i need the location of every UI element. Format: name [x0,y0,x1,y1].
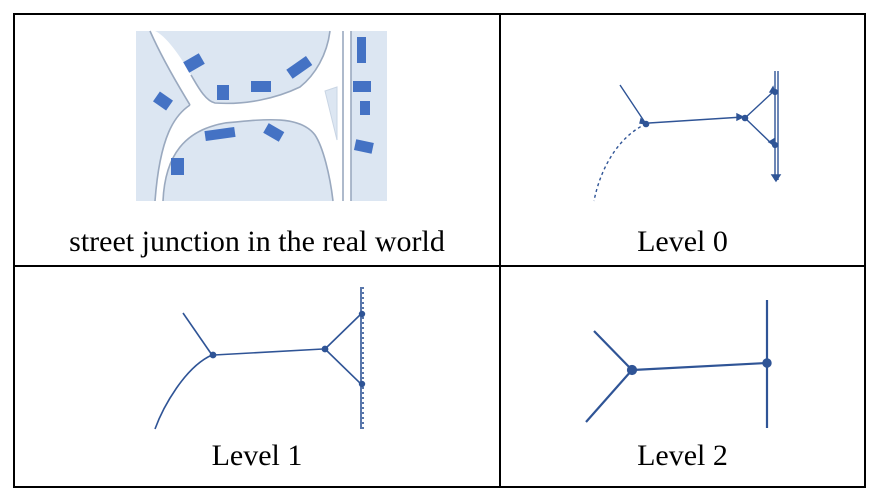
cell-real-world: street junction in the real world [13,13,499,265]
road-edge [162,118,334,202]
junction-node [642,120,650,128]
road-edge [631,361,768,372]
city-block-south [163,119,333,201]
junction-node [626,364,638,376]
building [183,53,205,73]
arrow-head [736,112,745,122]
building [251,81,271,92]
road-edge [213,348,324,356]
cell-level-1: Level 1 [13,265,499,488]
caption-level-2: Level 2 [637,439,728,472]
road-edge [154,354,213,430]
cell-level-0: Level 0 [499,13,866,265]
arrow-head [770,174,782,183]
city-block-east [351,31,387,201]
building [353,81,371,92]
road-edge [585,369,633,423]
junction-node [741,114,749,122]
junction-node [771,141,779,149]
road-edge [149,30,191,106]
junction-node [358,310,366,318]
road-edge [744,91,774,119]
level-2-graph [585,300,772,428]
junction-node [771,88,779,96]
level-1-graph [154,287,366,430]
road-edge [593,123,647,202]
building [360,101,370,115]
road-edge [324,313,362,350]
city-block-north [155,31,330,104]
junction-node [209,351,217,359]
level-0-graph [593,71,782,202]
road-edge [154,104,191,202]
building [357,37,366,63]
cell-level-2: Level 2 [499,265,866,488]
junction-node [762,358,772,368]
road-edge [593,330,633,371]
building [217,85,229,100]
building [286,56,313,79]
figure-table: street junction in the real world [13,13,866,488]
road-edge [190,30,331,105]
caption-level-1: Level 1 [211,439,303,472]
road-edge [182,312,213,356]
building [263,123,285,142]
junction-node [358,380,366,388]
traffic-island [324,86,338,141]
caption-real-world: street junction in the real world [69,225,445,258]
building [171,158,184,175]
road-edge [324,348,362,385]
road-edge [744,117,774,146]
street-map-illustration [136,30,387,202]
caption-level-0: Level 0 [637,225,728,258]
city-block-north-west [136,31,190,201]
junction-node [321,345,329,353]
building [153,91,173,111]
road-edge [648,116,744,124]
building [204,126,236,142]
road-edge [619,84,647,125]
building [353,139,374,154]
